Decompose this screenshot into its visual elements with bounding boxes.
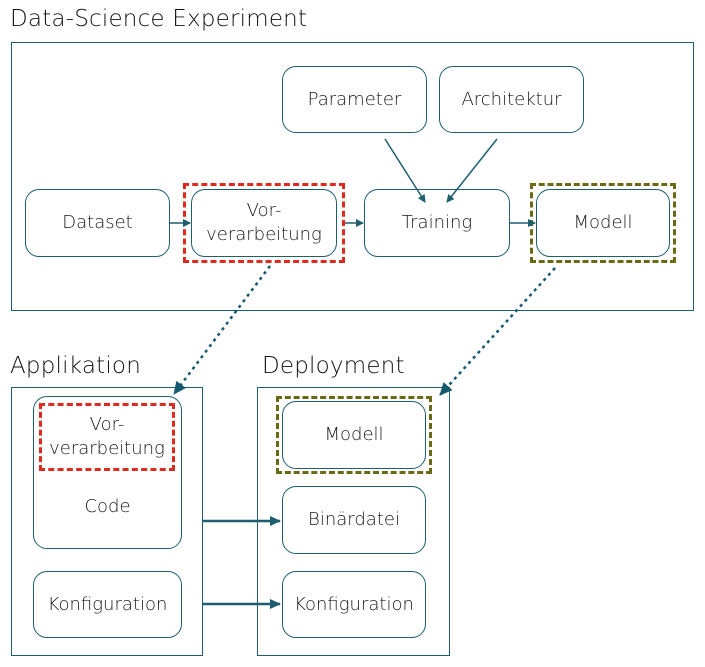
diagram-title: Data-Science Experiment [10,6,308,32]
binary-node: Binärdatei [282,486,426,554]
preprocessing-label-line1: Vor- [246,200,282,221]
dataset-label: Dataset [62,212,133,233]
app-preprocessing-line1: Vor- [89,414,125,435]
code-label: Code [84,496,131,517]
deploy-model-label: Modell [324,424,384,445]
parameter-label: Parameter [307,88,402,110]
experiment-frame [11,42,694,311]
training-node: Training [364,189,510,257]
preprocessing-label-line2: verarbeitung [206,224,322,245]
code-node [33,396,182,549]
app-configuration-label: Konfiguration [47,593,168,615]
deployment-title: Deployment [262,353,405,379]
app-preprocessing-highlight [39,403,175,471]
model-node: Modell [536,189,670,257]
parameter-node: Parameter [282,66,427,133]
model-label: Modell [573,212,633,233]
deploy-configuration-node: Konfiguration [282,571,426,638]
dataset-node: Dataset [25,189,170,257]
training-label: Training [401,212,473,233]
deploy-model-node: Modell [282,401,426,469]
app-preprocessing-line2: verarbeitung [49,438,165,459]
preprocessing-node: Vor- verarbeitung [191,189,337,257]
binary-label: Binärdatei [308,509,400,530]
deploy-configuration-label: Konfiguration [294,593,414,615]
app-preprocessing-label: Vor- verarbeitung [39,413,175,461]
architecture-node: Architektur [439,66,584,133]
architecture-label: Architektur [461,88,562,110]
app-configuration-node: Konfiguration [33,571,182,638]
deploy-model-highlight [276,396,432,474]
application-title: Applikation [10,353,141,379]
